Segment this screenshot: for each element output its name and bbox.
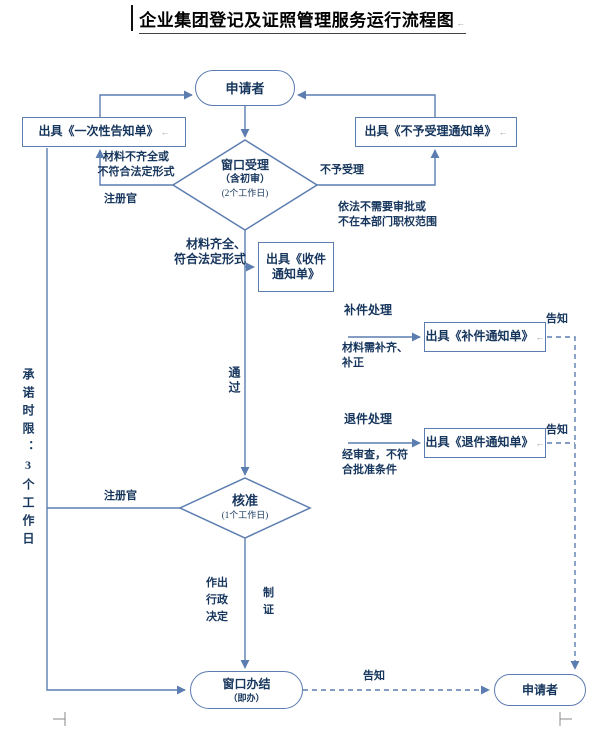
node-window-acceptance: 窗口受理 （含初审） (2个工作日) — [195, 157, 295, 199]
label-not-accepted: 不予受理 — [320, 164, 364, 176]
label-notify-supplement: 告知 — [546, 313, 568, 325]
title-row: 企业集团登记及证照管理服务运行流程图← — [0, 6, 605, 34]
label-supplement-title: 补件处理 — [344, 303, 393, 317]
node-non-acceptance-notice: 出具《不予受理通知单》← — [355, 117, 517, 147]
node-supplement-notice: 出具《补件通知单》← — [424, 322, 546, 352]
node-window-completion: 窗口办结 （即办） — [190, 671, 303, 709]
node-return-notice: 出具《退件通知单》← — [424, 428, 546, 458]
edge-nonacceptance-to-applicant — [297, 90, 436, 117]
label-return-desc: 经审查，不符 合批准条件 — [342, 449, 408, 476]
label-promised-time-limit: 承诺时限：3个工作日 — [21, 368, 35, 550]
label-materials-complete: 材料齐全、 符合法定形式 — [173, 237, 246, 266]
node-approval: 核准 (1个工作日) — [195, 493, 295, 521]
node-non-acceptance-notice-label: 出具《不予受理通知单》← — [364, 124, 508, 138]
node-applicant-bottom: 申请者 — [494, 674, 586, 706]
node-applicant-top-label: 申请者 — [225, 80, 265, 96]
page-cropmark-left — [53, 712, 66, 726]
page-title-text: 企业集团登记及证照管理服务运行流程图 — [139, 11, 455, 30]
node-window-acceptance-line3: (2个工作日) — [221, 188, 269, 198]
edge-supplement-notify-dashed — [547, 336, 580, 670]
node-window-acceptance-line1: 窗口受理 — [220, 158, 269, 172]
label-notify-return: 告知 — [546, 424, 568, 436]
edge-acceptance-to-onetime — [95, 149, 173, 186]
paragraph-mark-icon: ← — [535, 332, 545, 342]
node-one-time-notice-label: 出具《一次性告知单》← — [38, 124, 170, 138]
page-title: 企业集团登记及证照管理服务运行流程图← — [139, 6, 466, 34]
node-receipt-notice: 出具《收件 通知单》 — [258, 242, 334, 292]
node-receipt-notice-line2: 通知单》 — [271, 267, 320, 281]
label-bylaw-no-approval: 依法不需要审批或 不在本部门职权范围 — [338, 201, 437, 228]
label-materials-incomplete: 材料不齐全或 不符合法定形式 — [97, 151, 175, 178]
label-administrative-decision: 作出行政决定 — [206, 577, 228, 623]
paragraph-mark-icon: ← — [535, 438, 545, 448]
text-cursor — [131, 5, 133, 31]
node-applicant-top: 申请者 — [195, 70, 295, 106]
node-window-completion-line1: 窗口办结 — [222, 676, 271, 691]
label-pass: 通过 — [227, 366, 241, 396]
edge-onetime-to-applicant — [99, 90, 193, 117]
node-supplement-notice-label: 出具《补件通知单》← — [425, 329, 545, 343]
acceptance-diamond-shape — [171, 139, 319, 231]
node-window-completion-line2: （即办） — [228, 692, 265, 703]
paragraph-mark-icon: ← — [456, 18, 466, 28]
node-receipt-notice-line1: 出具《收件 — [265, 252, 326, 266]
label-return-title: 退件处理 — [344, 412, 393, 426]
label-registrar-top: 注册官 — [104, 193, 137, 205]
label-registrar-bottom: 注册官 — [104, 490, 137, 502]
node-return-notice-label: 出具《退件通知单》← — [425, 435, 545, 449]
node-window-acceptance-line2: （含初审） — [220, 174, 270, 185]
approval-diamond-shape — [178, 477, 312, 539]
label-supplement-desc: 材料需补齐、补正 — [342, 342, 408, 369]
node-approval-line1: 核准 — [231, 493, 258, 508]
edge-left-rail-to-completion — [46, 148, 186, 695]
label-make-certificate: 制证 — [263, 587, 274, 616]
page-cropmark-right — [559, 712, 572, 726]
node-one-time-notice: 出具《一次性告知单》← — [22, 117, 186, 147]
node-applicant-bottom-label: 申请者 — [521, 682, 558, 697]
node-approval-line2: (1个工作日) — [221, 510, 269, 520]
label-notify-bottom: 告知 — [363, 670, 385, 682]
paragraph-mark-icon: ← — [498, 127, 508, 137]
edge-acceptance-to-nonacceptance — [317, 149, 440, 186]
paragraph-mark-icon: ← — [160, 127, 170, 137]
